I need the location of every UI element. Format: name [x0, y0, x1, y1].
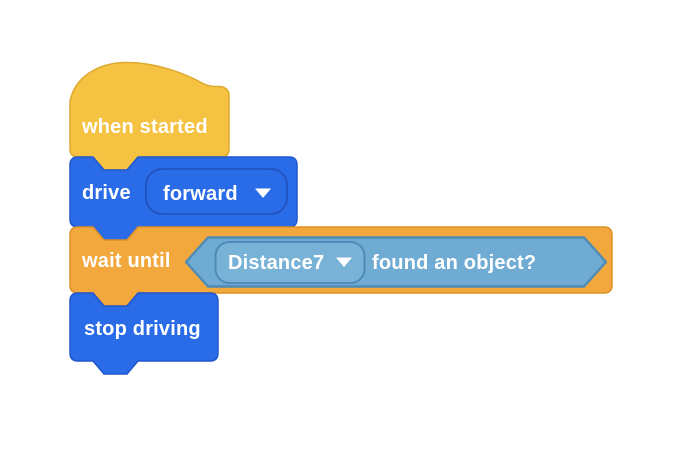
boolean-condition-label: found an object? — [372, 252, 536, 274]
drive-label: drive — [82, 182, 131, 204]
block-wait-until[interactable]: wait until Distance7 found an object? — [69, 226, 613, 307]
when-started-label: when started — [81, 116, 208, 138]
block-when-started[interactable]: when started — [69, 61, 230, 171]
drive-direction-value: forward — [163, 183, 238, 205]
boolean-found-an-object[interactable]: Distance7 found an object? — [184, 236, 608, 288]
stop-driving-label: stop driving — [84, 318, 201, 340]
sensor-dropdown-value: Distance7 — [228, 252, 324, 274]
drive-direction-dropdown-outline[interactable] — [145, 168, 288, 215]
chevron-down-icon — [336, 257, 352, 267]
drive-direction-dropdown[interactable]: forward — [145, 168, 288, 215]
stop-driving-block-shape[interactable] — [69, 292, 219, 375]
chevron-down-icon — [255, 188, 271, 198]
wait-until-label: wait until — [81, 250, 171, 272]
block-drive[interactable]: drive forward — [69, 156, 298, 241]
sensor-dropdown-field[interactable] — [214, 241, 366, 284]
sensor-dropdown[interactable]: Distance7 — [214, 241, 366, 284]
block-stop-driving[interactable]: stop driving — [69, 292, 219, 375]
